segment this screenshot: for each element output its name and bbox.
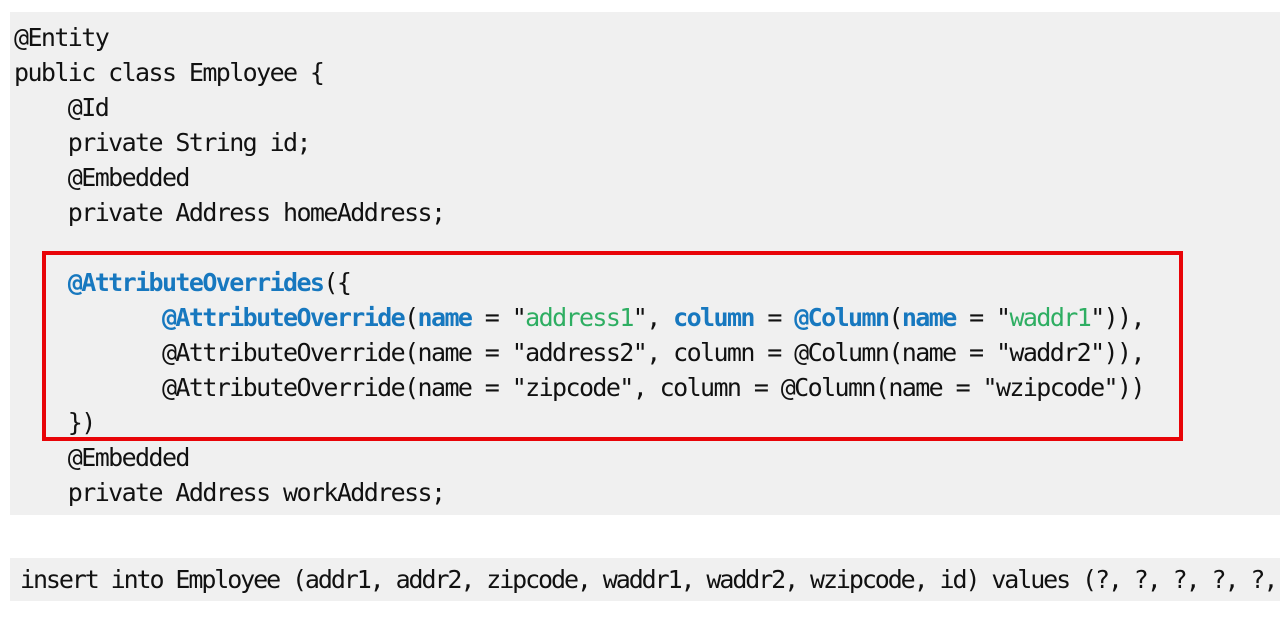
code-line: })	[14, 405, 1280, 440]
code-line: @Embedded	[14, 160, 1280, 195]
code-token: private Address homeAddress;	[14, 198, 446, 227]
java-code-block: @Entity public class Employee { @Id priva…	[10, 12, 1280, 515]
code-token: = "	[955, 303, 1011, 332]
code-token: ")),	[1090, 303, 1145, 332]
java-code: @Entity public class Employee { @Id priva…	[10, 12, 1280, 510]
code-token: (	[404, 303, 419, 332]
code-line: @Entity	[14, 20, 1280, 55]
attribute-overrides-highlight-box	[42, 251, 1183, 441]
code-token: @AttributeOverride(name = "zipcode", col…	[14, 373, 1146, 402]
code-line: private String id;	[14, 125, 1280, 160]
code-token: @Entity	[14, 23, 110, 52]
code-token: name	[417, 303, 473, 332]
code-token: private String id;	[14, 128, 312, 157]
code-token: column	[673, 303, 755, 332]
code-token: public class Employee {	[14, 58, 325, 87]
code-line: @Id	[14, 90, 1280, 125]
code-token: private Address workAddress;	[14, 478, 446, 507]
code-line: @AttributeOverride(name = "address2", co…	[14, 335, 1280, 370]
code-line: @AttributeOverride(name = "address1", co…	[14, 300, 1280, 335]
code-token: @Column	[794, 303, 890, 332]
code-token: name	[901, 303, 957, 332]
code-token: (	[888, 303, 903, 332]
code-token: @Embedded	[14, 443, 191, 472]
code-token: ({	[323, 268, 352, 297]
code-token: @AttributeOverrides	[67, 268, 325, 297]
code-token: =	[753, 303, 795, 332]
sql-insert-statement: insert into Employee (addr1, addr2, zipc…	[20, 565, 1278, 594]
code-line: @AttributeOverrides({	[14, 265, 1280, 300]
code-token: = "	[471, 303, 527, 332]
code-token: @Id	[14, 93, 110, 122]
code-token: @AttributeOverride	[161, 303, 406, 332]
sql-statement-bar: insert into Employee (addr1, addr2, zipc…	[10, 558, 1280, 601]
code-token: address1	[525, 303, 634, 332]
code-token: ",	[632, 303, 674, 332]
code-line: private Address homeAddress;	[14, 195, 1280, 230]
code-line: public class Employee {	[14, 55, 1280, 90]
code-token: @AttributeOverride(name = "address2", co…	[14, 338, 1146, 367]
code-line: private Address workAddress;	[14, 475, 1280, 510]
code-line: @Embedded	[14, 440, 1280, 475]
code-token: @Embedded	[14, 163, 191, 192]
code-token: })	[14, 408, 97, 437]
code-token: waddr1	[1009, 303, 1091, 332]
code-line: @AttributeOverride(name = "zipcode", col…	[14, 370, 1280, 405]
